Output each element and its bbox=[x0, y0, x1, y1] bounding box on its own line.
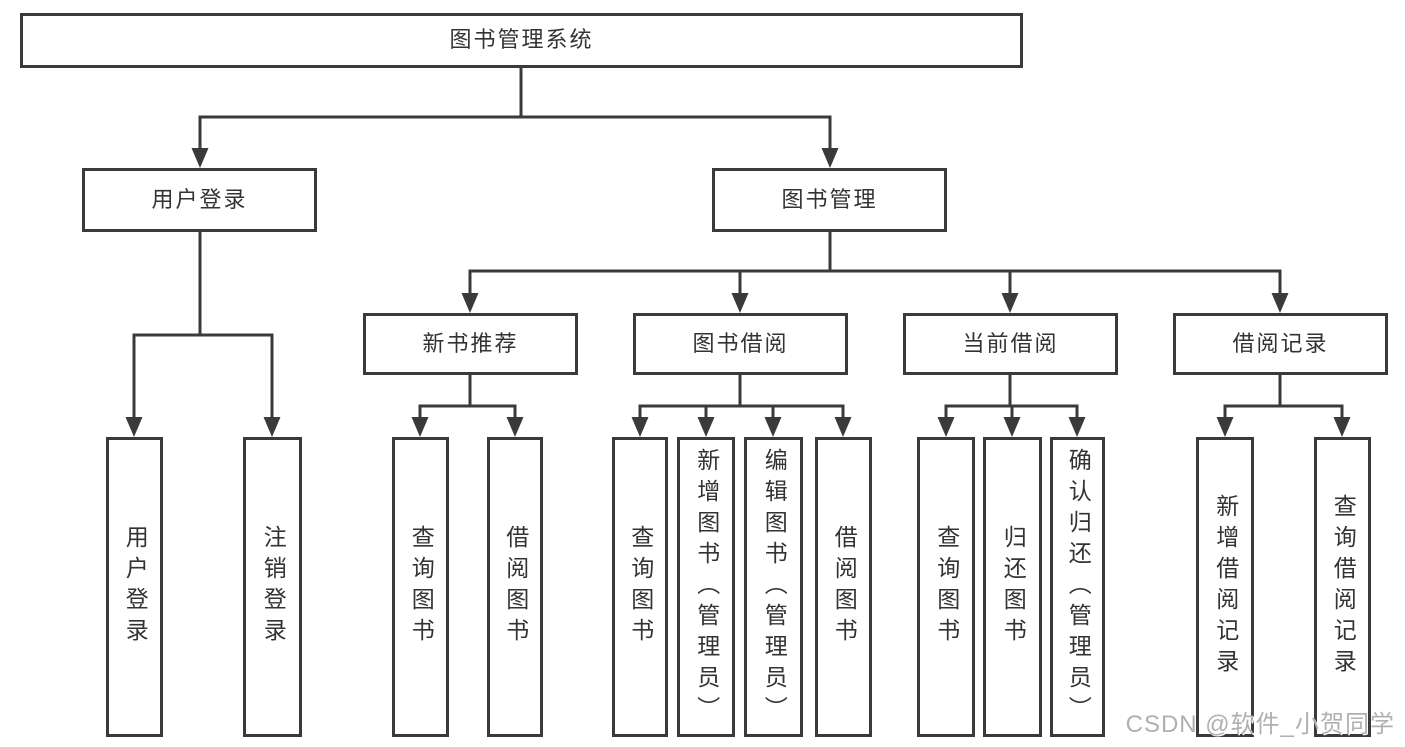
node-leaf-query-books-1: 查询图书 bbox=[392, 437, 449, 737]
node-label: 借阅记录 bbox=[1232, 330, 1329, 356]
node-label: 确认归还（管理员） bbox=[1065, 447, 1092, 727]
node-leaf-edit-book: 编辑图书（管理员） bbox=[744, 437, 803, 737]
node-book-borrow: 图书借阅 bbox=[633, 313, 848, 375]
node-label: 查询图书 bbox=[627, 525, 654, 649]
node-label: 注销登录 bbox=[260, 525, 287, 649]
node-label: 当前借阅 bbox=[962, 330, 1059, 356]
node-leaf-borrow-books-1: 借阅图书 bbox=[487, 437, 543, 737]
node-leaf-return-book: 归还图书 bbox=[983, 437, 1042, 737]
node-root: 图书管理系统 bbox=[20, 13, 1023, 68]
node-label: 查询图书 bbox=[408, 525, 435, 649]
node-leaf-query-books-3: 查询图书 bbox=[917, 437, 975, 737]
node-label: 借阅图书 bbox=[831, 525, 858, 649]
watermark: CSDN @软件_小贺同学 bbox=[1125, 711, 1395, 738]
node-label: 新增借阅记录 bbox=[1212, 494, 1239, 680]
node-label: 编辑图书（管理员） bbox=[761, 447, 788, 727]
node-label: 新增图书（管理员） bbox=[693, 447, 720, 727]
node-leaf-user-login: 用户登录 bbox=[106, 437, 163, 737]
node-label: 借阅图书 bbox=[502, 525, 529, 649]
node-label: 图书管理 bbox=[781, 186, 878, 212]
node-leaf-add-borrow-record: 新增借阅记录 bbox=[1196, 437, 1254, 737]
node-label: 新书推荐 bbox=[422, 330, 519, 356]
node-borrow-records: 借阅记录 bbox=[1173, 313, 1388, 375]
node-book-mgmt: 图书管理 bbox=[712, 168, 947, 232]
node-label: 查询图书 bbox=[933, 525, 960, 649]
node-leaf-query-borrow-record: 查询借阅记录 bbox=[1314, 437, 1371, 737]
node-label: 归还图书 bbox=[1000, 525, 1027, 649]
node-leaf-logout: 注销登录 bbox=[243, 437, 302, 737]
node-current-borrow: 当前借阅 bbox=[903, 313, 1118, 375]
node-leaf-borrow-books-2: 借阅图书 bbox=[815, 437, 872, 737]
node-label: 用户登录 bbox=[151, 186, 248, 212]
node-label: 图书借阅 bbox=[692, 330, 789, 356]
node-user-login: 用户登录 bbox=[82, 168, 317, 232]
node-label: 图书管理系统 bbox=[449, 27, 594, 53]
node-new-book-recommend: 新书推荐 bbox=[363, 313, 578, 375]
node-label: 用户登录 bbox=[122, 525, 149, 649]
node-leaf-query-books-2: 查询图书 bbox=[612, 437, 668, 737]
node-leaf-add-book: 新增图书（管理员） bbox=[677, 437, 735, 737]
node-leaf-confirm-return: 确认归还（管理员） bbox=[1050, 437, 1105, 737]
node-label: 查询借阅记录 bbox=[1330, 494, 1357, 680]
